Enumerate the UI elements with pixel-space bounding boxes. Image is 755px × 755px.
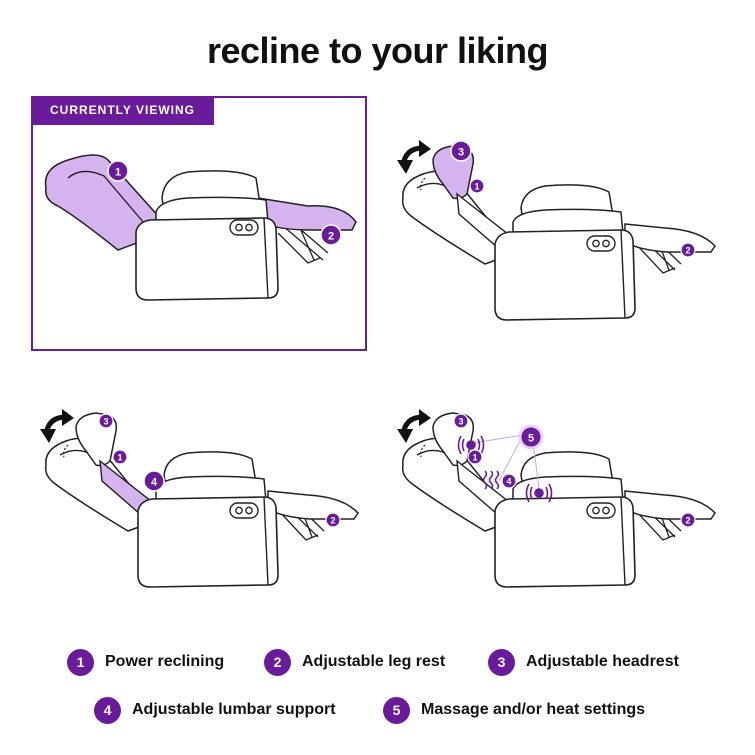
svg-text:3: 3 [458,417,463,427]
legend-item-headrest: 3 Adjustable headrest [488,648,679,676]
rotate-arrow-icon [397,409,431,443]
badge-5 [518,424,544,450]
legend-label: Massage and/or heat settings [421,701,646,718]
svg-text:2: 2 [330,516,335,526]
rotate-arrow-icon [397,140,431,174]
badge-2 [680,512,696,528]
badge-3 [98,413,114,429]
badge-3 [453,413,469,429]
svg-text:3: 3 [103,417,108,427]
legend-number: 2 [264,648,291,676]
badge-1 [112,449,128,465]
badge-1 [107,160,129,182]
badge-1 [467,449,483,465]
legend-item-lumbar: 4 Adjustable lumbar support [94,696,336,724]
legend-label: Adjustable lumbar support [132,701,336,718]
legend-item-power-reclining: 1 Power reclining [67,648,224,676]
legend-item-massage-heat: 5 Massage and/or heat settings [383,696,645,724]
badge-4 [143,470,165,492]
svg-text:4: 4 [151,477,158,489]
badge-2 [320,224,342,246]
svg-text:1: 1 [117,453,122,463]
svg-text:4: 4 [506,477,511,487]
rotate-arrow-icon [40,409,74,443]
legend-item-leg-rest: 2 Adjustable leg rest [264,648,445,676]
badge-2 [325,512,341,528]
svg-text:3: 3 [458,147,464,159]
svg-text:2: 2 [685,516,690,526]
recliner-panel-3: 3 1 4 2 [38,405,368,595]
legend-label: Power reclining [105,653,225,670]
svg-text:2: 2 [328,231,334,243]
svg-text:1: 1 [474,182,479,192]
legend-number: 4 [94,696,121,724]
badge-2 [680,242,696,258]
currently-viewing-tag: CURRENTLY VIEWING [31,96,214,125]
page-title: recline to your liking [206,30,549,71]
badge-4 [501,473,517,489]
vibration-icon [457,435,485,455]
svg-text:2: 2 [685,246,690,256]
recliner-panel-4: 5 3 1 4 2 [395,405,725,595]
vibration-icon [525,483,553,503]
badge-1 [469,178,485,194]
legend-number: 5 [383,696,410,724]
svg-text:1: 1 [115,167,121,179]
badge-3 [450,140,472,162]
recliner-panel-2: 3 1 2 [395,138,725,328]
legend-label: Adjustable leg rest [302,653,446,670]
svg-text:5: 5 [528,433,534,445]
legend-label: Adjustable headrest [526,653,679,670]
legend-number: 1 [67,648,94,676]
svg-text:1: 1 [472,453,477,463]
recliner-panel-1: 1 2 [38,148,368,308]
heat-icon [482,470,500,490]
legend-number: 3 [488,648,515,676]
